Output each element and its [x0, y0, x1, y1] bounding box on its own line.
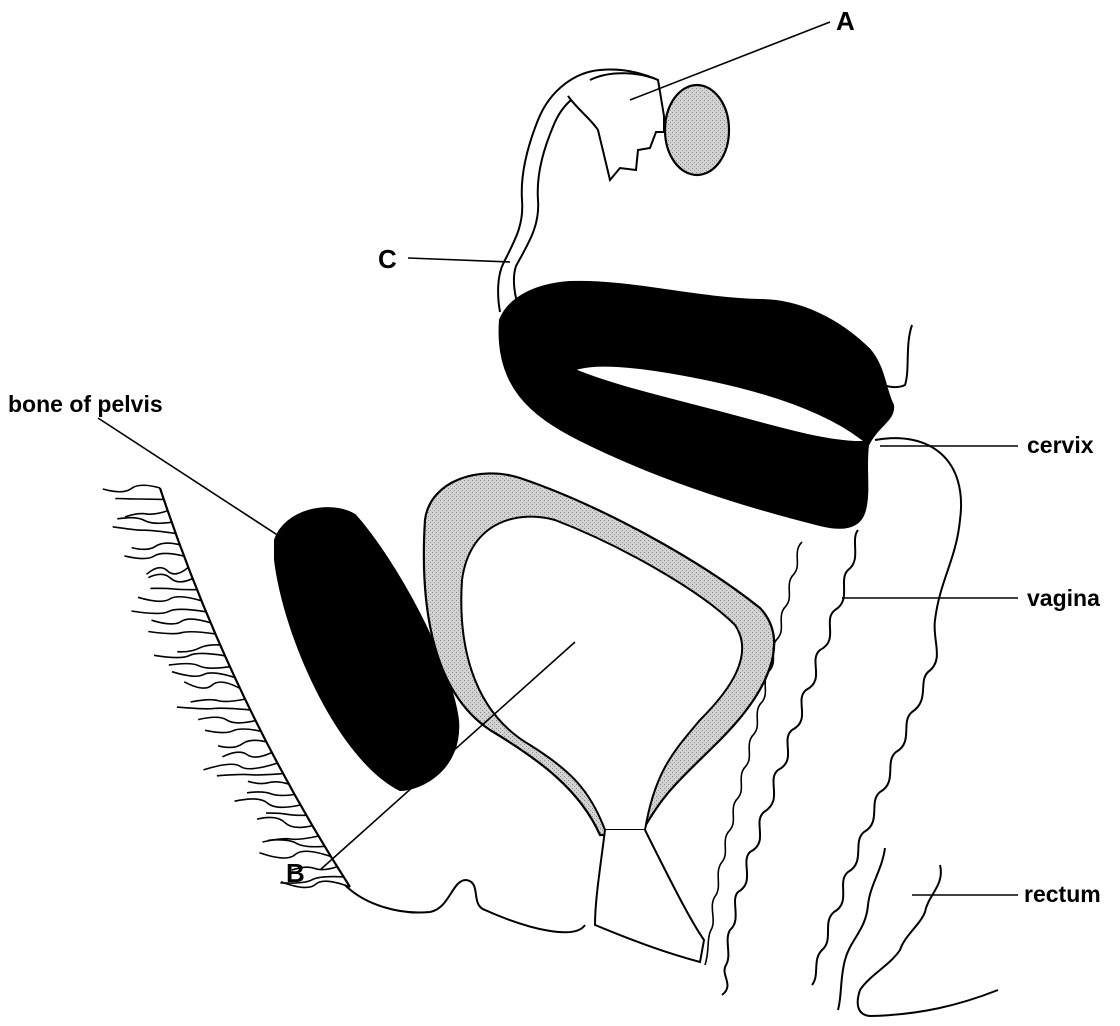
pubic-hair-strand [172, 672, 235, 678]
pubic-hair-strand [124, 553, 184, 558]
pubic-hair-strand [191, 699, 246, 702]
leader-line-bone-of-pelvis [98, 418, 282, 538]
pubic-hair-strand [154, 653, 225, 657]
pubic-hair-strand [169, 664, 230, 669]
urethra [595, 830, 704, 962]
leader-line-c [408, 258, 510, 262]
pubic-hair-strand [117, 518, 171, 524]
label-rectum: rectum [1024, 883, 1101, 906]
pubic-hair-strand [132, 543, 180, 549]
perineum-outline [345, 880, 585, 932]
pubic-hair-strand [148, 632, 215, 634]
label-bone-of-pelvis: bone of pelvis [8, 393, 163, 416]
pubic-hair-strand [103, 485, 160, 491]
pubic-hair-strand [147, 567, 189, 574]
pubic-hair-strand [198, 717, 255, 723]
pubic-hair-strand [247, 792, 295, 795]
pubic-hair-strand [222, 752, 271, 757]
ovary [665, 85, 729, 175]
pubic-hair-strand [257, 817, 312, 827]
leader-line-a [630, 22, 830, 100]
pubic-hair-strand [150, 588, 197, 589]
pubic-hair-strand [235, 799, 301, 807]
pubic-hair-strand [268, 840, 324, 847]
pubic-hair-strand [115, 499, 164, 500]
pubic-hair-strand [177, 645, 220, 652]
label-b: B [286, 860, 305, 886]
pubic-hair-strand [132, 609, 207, 613]
pubic-hair-strand [177, 707, 250, 710]
fimbriae [568, 73, 664, 180]
label-c: C [378, 246, 397, 272]
rectum-outline-back [858, 865, 998, 1016]
pubic-hair-strand [138, 597, 202, 602]
pubic-hair-strand [205, 729, 261, 733]
label-a: A [836, 8, 855, 34]
pubic-hair-strand [266, 813, 306, 815]
label-cervix: cervix [1027, 434, 1094, 457]
pubic-hair-strand [218, 740, 266, 747]
pubic-hair-strand [184, 682, 240, 689]
pubic-hair-strand [260, 851, 331, 858]
pubic-hair-strand [125, 511, 168, 517]
pubic-hair-strand [113, 527, 176, 534]
bladder-cavity [461, 517, 742, 830]
label-vagina: vagina [1027, 587, 1100, 610]
pubic-hair-strand [148, 574, 192, 582]
rectum-outline-front [838, 848, 885, 1010]
pubic-hair-strand [217, 774, 283, 776]
pubic-hair-strand [204, 763, 278, 770]
pubic-hair-strand [152, 619, 211, 624]
pubic-hair-strand [248, 781, 289, 784]
